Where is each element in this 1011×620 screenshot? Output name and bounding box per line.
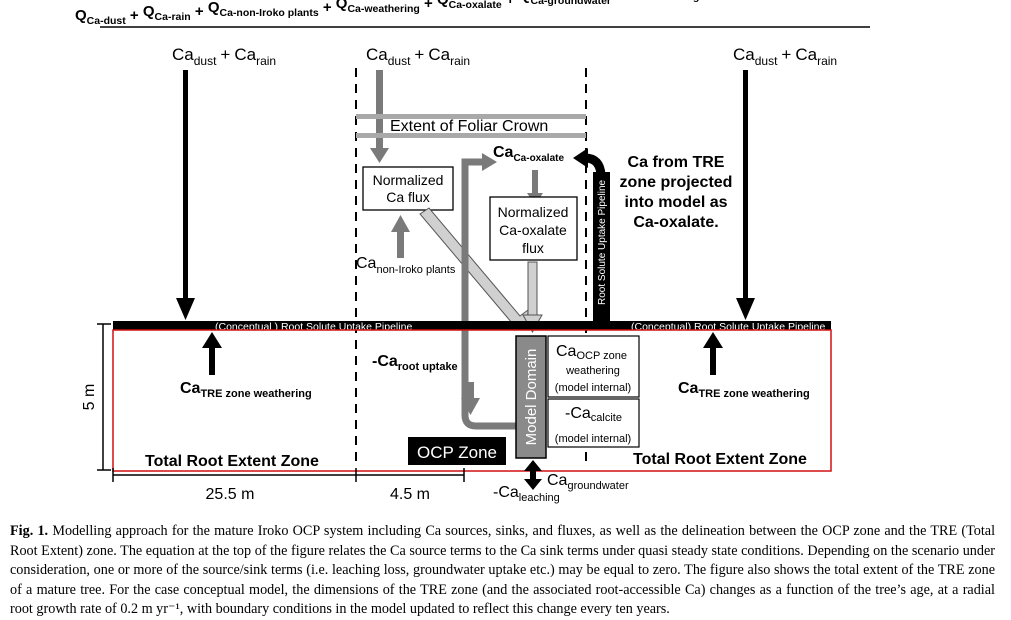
svg-text:-Cacalcite: -Cacalcite	[565, 405, 622, 424]
calcite-box: -Cacalcite (model internal)	[547, 398, 640, 448]
width-dimension-tre: 25.5 m	[112, 468, 357, 503]
width-dimension-ocp: 4.5 m	[356, 468, 465, 503]
pipeline-left: (Conceptual ) Root Solute Uptake Pipelin…	[113, 321, 586, 333]
equation-operator: +	[502, 0, 519, 8]
ocp-weathering-box: CaOCP zone weathering (model internal)	[547, 335, 640, 398]
tre-weathering-right: CaTRE zone weathering	[678, 380, 810, 400]
svg-text:Root Solute Uptake Pipeline: Root Solute Uptake Pipeline	[597, 179, 608, 305]
svg-text:5 m: 5 m	[81, 384, 98, 411]
equation-subscript: Ca-rain	[155, 11, 191, 23]
svg-text:Ca-oxalate: Ca-oxalate	[499, 222, 567, 238]
groundwater-label: Cagroundwater	[547, 472, 629, 492]
root-uptake-loop-arrow	[461, 153, 516, 430]
svg-text:Cagroundwater: Cagroundwater	[547, 472, 629, 492]
svg-text:Normalized: Normalized	[373, 172, 444, 188]
svg-text:25.5 m: 25.5 m	[206, 486, 255, 503]
normalized-oxalate-flux-box: Normalized Ca-oxalate flux	[489, 196, 578, 261]
tre-projection-label: Ca from TRE zone projected into model as…	[620, 154, 733, 231]
equation-subscript: Ca-leaching	[640, 0, 700, 3]
mass-balance-equation: QCa-dust + QCa-rain + QCa-non-Iroko plan…	[75, 0, 864, 27]
tre-weathering-left: CaTRE zone weathering	[180, 380, 312, 400]
svg-text:CaCa-oxalate: CaCa-oxalate	[493, 144, 564, 164]
arrow-down-center	[370, 70, 389, 163]
svg-text:CaTRE zone weathering: CaTRE zone weathering	[180, 380, 312, 400]
normalized-ca-flux-box: Normalized Ca flux	[362, 166, 454, 211]
root-uptake-label: -Caroot uptake	[372, 353, 458, 373]
pipeline-curve-arrow	[573, 148, 606, 176]
equation-subscript: Ca-oxalate	[449, 0, 502, 11]
equation-term: Q	[336, 0, 348, 12]
figure-label: Fig. 1.	[10, 523, 49, 539]
arrow-up-tre-left	[202, 332, 222, 375]
foliar-crown-band: Extent of Foliar Crown	[356, 114, 586, 138]
svg-text:flux: flux	[522, 240, 544, 256]
equation-operator: =	[611, 0, 628, 4]
model-domain-column: Model Domain	[515, 335, 547, 459]
equation-term: Q	[75, 7, 87, 24]
svg-text:-Caroot uptake: -Caroot uptake	[372, 353, 458, 373]
svg-text:Canon-Iroko plants: Canon-Iroko plants	[356, 255, 456, 276]
equation-subscript: Ca-groundwater	[531, 0, 612, 7]
svg-text:Cadust+Carain: Cadust+Carain	[172, 45, 276, 68]
svg-text:Extent of Foliar Crown: Extent of Foliar Crown	[390, 118, 548, 135]
svg-text:CaOCP zone: CaOCP zone	[556, 343, 627, 362]
equation-term: Q	[143, 3, 155, 20]
ocp-zone-label: OCP Zone	[408, 437, 506, 465]
svg-text:(Conceptual) Root Solute Uptak: (Conceptual) Root Solute Uptake Pipeline	[631, 321, 826, 333]
tre-zone-label-left: Total Root Extent Zone	[145, 453, 319, 470]
svg-text:Ca from TRE: Ca from TRE	[628, 154, 725, 171]
arrow-up-tre-right	[703, 332, 723, 375]
svg-text:(model internal): (model internal)	[555, 382, 631, 394]
arrow-down-root-uptake	[461, 382, 480, 415]
figure-caption: Fig. 1. Modelling approach for the matur…	[10, 522, 995, 620]
input-dust-rain-right: Cadust+Carain	[733, 45, 837, 68]
equation-term: Q	[519, 0, 531, 4]
vertical-pipeline: Root Solute Uptake Pipeline	[593, 172, 610, 327]
svg-text:weathering: weathering	[565, 365, 620, 377]
ca-oxalate-label: CaCa-oxalate	[493, 144, 564, 164]
svg-text:Model Domain: Model Domain	[523, 349, 540, 446]
equation-subscript: Ca-weathering	[347, 3, 419, 15]
svg-text:(model internal): (model internal)	[555, 433, 631, 445]
svg-text:into model as: into model as	[624, 194, 727, 211]
input-dust-rain-center: Cadust+Carain	[366, 45, 470, 68]
arrow-down-left	[176, 70, 195, 320]
svg-text:Normalized: Normalized	[498, 204, 569, 220]
pipeline-right: (Conceptual) Root Solute Uptake Pipeline	[586, 321, 831, 333]
svg-text:4.5 m: 4.5 m	[390, 486, 430, 503]
leaching-label: -Caleaching	[493, 484, 560, 504]
ca-non-iroko-label: Canon-Iroko plants	[356, 255, 456, 276]
arrow-up-non-iroko	[391, 215, 410, 258]
svg-text:CaTRE zone weathering: CaTRE zone weathering	[678, 380, 810, 400]
svg-text:Cadust+Carain: Cadust+Carain	[366, 45, 470, 68]
tre-zone-label-right: Total Root Extent Zone	[633, 451, 807, 468]
input-dust-rain-left: Cadust+Carain	[172, 45, 276, 68]
svg-text:(Conceptual ) Root Solute Upta: (Conceptual ) Root Solute Uptake Pipelin…	[215, 321, 412, 333]
svg-text:Cadust+Carain: Cadust+Carain	[733, 45, 837, 68]
equation-operator: +	[126, 7, 143, 24]
equation-subscript: Ca-non-Iroko plants	[220, 7, 319, 19]
svg-text:-Caleaching: -Caleaching	[493, 484, 560, 504]
svg-text:OCP Zone: OCP Zone	[417, 443, 497, 462]
svg-text:Ca flux: Ca flux	[386, 189, 430, 205]
equation-subscript: Ca-dust	[87, 15, 127, 27]
groundwater-leaching-arrow	[524, 460, 542, 490]
total-root-extent-box	[112, 329, 832, 472]
svg-text:Ca-oxalate.: Ca-oxalate.	[633, 214, 718, 231]
equation-operator: +	[191, 3, 208, 20]
equation-term: Q	[208, 0, 220, 16]
arrow-down-right	[736, 70, 755, 320]
equation-operator: +	[319, 0, 336, 16]
svg-text:zone projected: zone projected	[620, 174, 733, 191]
equation-term: Q	[437, 0, 449, 8]
figure-caption-text: Modelling approach for the mature Iroko …	[10, 523, 996, 617]
depth-dimension: 5 m	[81, 323, 111, 471]
equation-operator: +	[420, 0, 437, 12]
